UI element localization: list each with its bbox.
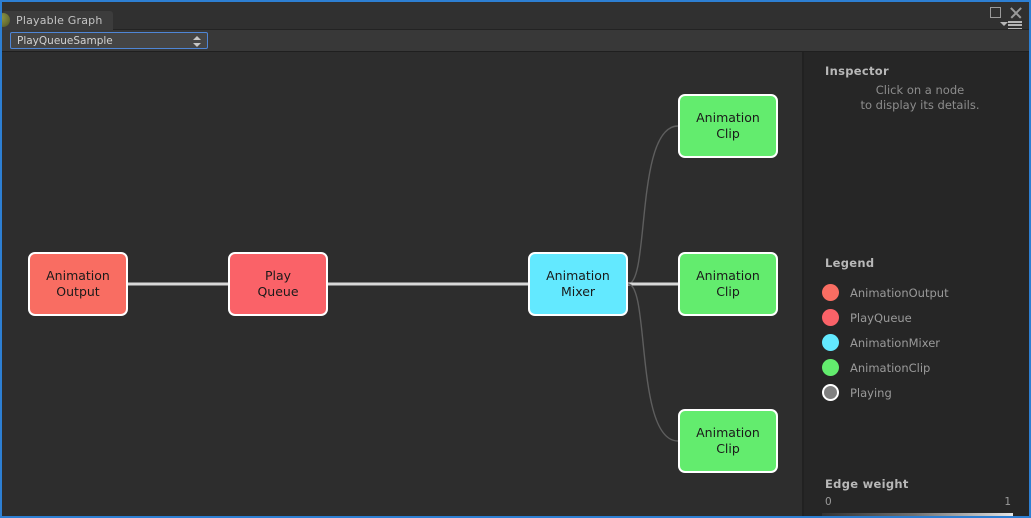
updown-arrows-icon — [193, 36, 201, 47]
menu-bar — [1008, 24, 1022, 26]
graph-select-dropdown[interactable]: PlayQueueSample — [10, 32, 208, 49]
tab-label: Playable Graph — [16, 14, 103, 27]
legend-item-animationoutput: AnimationOutput — [822, 280, 1022, 305]
legend-swatch-icon — [822, 384, 839, 401]
legend-item-animationmixer: AnimationMixer — [822, 330, 1022, 355]
legend-swatch-icon — [822, 359, 839, 376]
legend-item-label: AnimationClip — [850, 360, 931, 375]
hamburger-menu-icon[interactable] — [1000, 21, 1022, 30]
chevron-down-icon — [1000, 22, 1008, 26]
legend-swatch-icon — [822, 334, 839, 351]
graph-edge-animation-mixer-to-animation-clip-3[interactable] — [627, 283, 679, 442]
edge-weight-gradient-bar — [822, 513, 1013, 516]
unity-package-icon — [2, 13, 10, 27]
legend-item-label: Playing — [850, 385, 892, 400]
legend-title: Legend — [825, 256, 875, 270]
graph-edges — [128, 125, 679, 442]
graph-edge-animation-mixer-to-animation-clip-1[interactable] — [627, 125, 679, 285]
window-tab-bar: Playable Graph — [2, 2, 1029, 30]
edge-weight-max-label: 1 — [1004, 496, 1011, 508]
inspector-hint: Click on a node to display its details. — [860, 83, 980, 112]
graph-toolbar: PlayQueueSample — [2, 30, 1029, 52]
menu-bar — [1008, 27, 1022, 30]
graph-node-animation-output[interactable]: Animation Output — [28, 252, 128, 316]
window-controls — [990, 7, 1021, 18]
graph-canvas[interactable]: Animation Output Play Queue Animation Mixe… — [2, 52, 802, 516]
legend-swatch-icon — [822, 309, 839, 326]
edge-weight-title: Edge weight — [825, 477, 909, 491]
inspector-title: Inspector — [825, 64, 889, 78]
graph-node-animation-clip-3[interactable]: Animation Clip — [678, 409, 778, 473]
legend-item-label: AnimationMixer — [850, 335, 941, 350]
legend-item-animationclip: AnimationClip — [822, 355, 1022, 380]
menu-bar — [1008, 21, 1022, 23]
graph-node-animation-clip-2[interactable]: Animation Clip — [678, 252, 778, 316]
graph-node-play-queue[interactable]: Play Queue — [228, 252, 328, 316]
tab-playable-graph[interactable]: Playable Graph — [2, 11, 113, 30]
edge-weight-min-label: 0 — [825, 496, 832, 508]
close-icon[interactable] — [1010, 7, 1021, 18]
inspector-sidebar: Inspector Click on a node to display its… — [802, 52, 1029, 516]
graph-node-animation-mixer[interactable]: Animation Mixer — [528, 252, 628, 316]
graph-node-animation-clip-1[interactable]: Animation Clip — [678, 94, 778, 158]
legend-item-playqueue: PlayQueue — [822, 305, 1022, 330]
maximize-icon[interactable] — [990, 7, 1001, 18]
legend-item-playing: Playing — [822, 380, 1022, 405]
graph-select-value: PlayQueueSample — [17, 34, 113, 47]
legend-item-label: PlayQueue — [850, 310, 912, 325]
legend-swatch-icon — [822, 284, 839, 301]
legend-item-label: AnimationOutput — [850, 285, 949, 300]
